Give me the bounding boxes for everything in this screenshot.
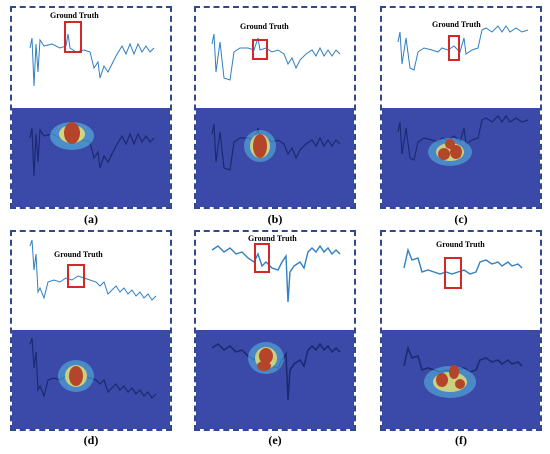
panel-e: Ground Truth — [194, 230, 356, 431]
panel-c-caption: (c) — [454, 212, 468, 226]
panel-b-graphic — [196, 33, 354, 207]
ground-truth-box — [448, 35, 460, 61]
heatmap-signal — [403, 345, 523, 373]
heatmap-background — [12, 108, 170, 207]
panel-a: Ground Truth — [10, 6, 172, 209]
heatmap-hotspot — [259, 348, 273, 364]
heatmap-hotspot — [253, 134, 267, 158]
signal-plot — [211, 244, 341, 303]
heatmap-hotspot-3 — [445, 139, 455, 149]
panel-c-graphic — [382, 25, 540, 207]
panel-b: Ground Truth — [194, 6, 356, 209]
panel-d-graphic — [12, 239, 170, 429]
heatmap-hotspot — [436, 373, 448, 387]
ground-truth-label: Ground Truth — [54, 250, 103, 259]
ground-truth-label: Ground Truth — [436, 240, 485, 249]
ground-truth-box — [444, 257, 462, 289]
ground-truth-label: Ground Truth — [240, 22, 289, 31]
heatmap-hotspot-2 — [257, 361, 271, 371]
panel-a-graphic — [12, 21, 170, 207]
ground-truth-box — [64, 21, 82, 53]
signal-plot — [403, 247, 523, 275]
heatmap-signal — [29, 123, 155, 177]
signal-plot — [397, 25, 529, 71]
panel-a-caption: (a) — [84, 212, 98, 226]
panel-d-caption: (d) — [83, 433, 99, 447]
heatmap-signal — [211, 123, 341, 171]
heatmap-signal — [397, 114, 529, 161]
heatmap-hotspot-2 — [449, 365, 459, 379]
heatmap-hotspot — [438, 148, 450, 160]
ground-truth-label: Ground Truth — [50, 11, 99, 20]
panel-f-graphic — [382, 247, 540, 429]
ground-truth-label: Ground Truth — [432, 20, 481, 29]
ground-truth-box — [67, 264, 85, 288]
heatmap-hotspot-2 — [450, 145, 462, 159]
panel-f-caption: (f) — [455, 433, 467, 447]
heatmap-signal — [29, 337, 157, 399]
heatmap-hotspot — [64, 122, 80, 144]
signal-plot — [29, 33, 155, 87]
signal-plot — [29, 239, 157, 301]
heatmap-hotspot — [69, 366, 83, 386]
panel-e-caption: (e) — [268, 433, 282, 447]
heatmap-signal — [211, 342, 341, 401]
panel-b-caption: (b) — [267, 212, 283, 226]
ground-truth-box — [254, 243, 270, 273]
panel-f: Ground Truth — [380, 230, 542, 431]
signal-plot — [211, 33, 341, 81]
panel-e-graphic — [196, 243, 354, 429]
panel-d: Ground Truth — [10, 230, 172, 431]
ground-truth-box — [252, 39, 268, 60]
heatmap-background — [196, 108, 354, 207]
panel-c: Ground Truth — [380, 6, 542, 209]
ground-truth-label: Ground Truth — [248, 234, 297, 243]
heatmap-hotspot-3 — [455, 379, 465, 389]
